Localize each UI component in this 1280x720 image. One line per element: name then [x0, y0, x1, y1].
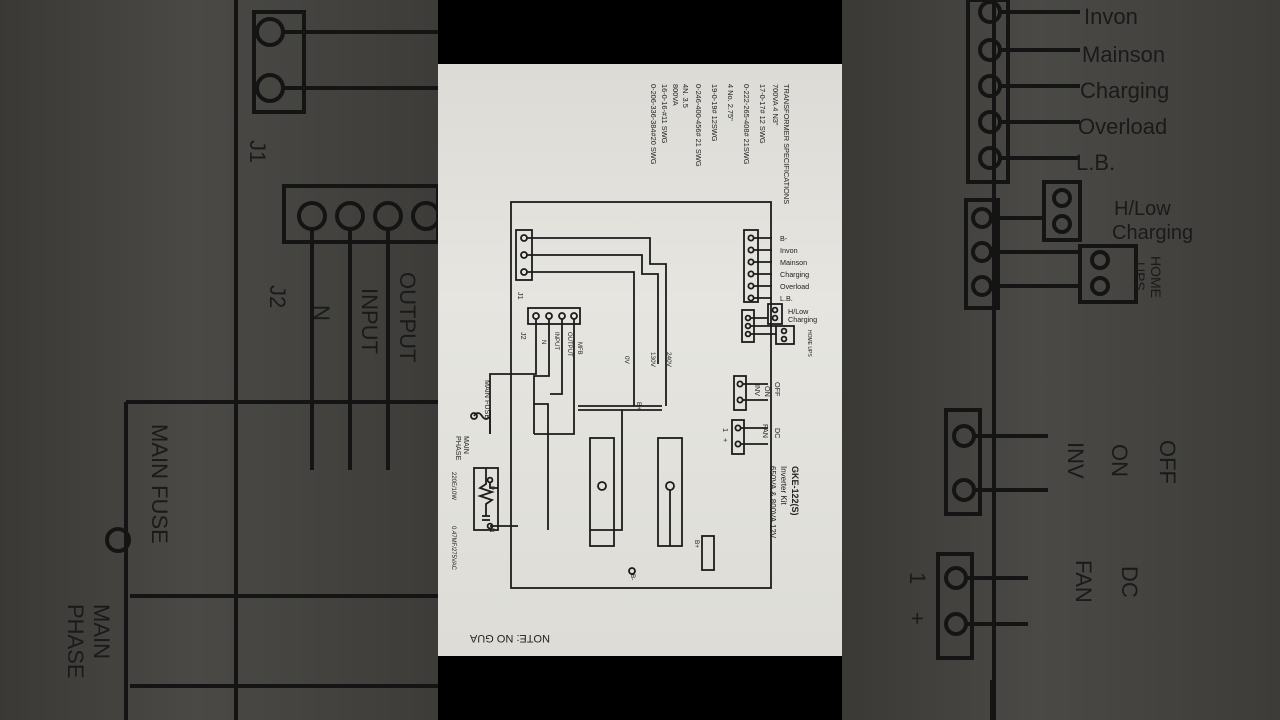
label-lb: L.B.: [780, 294, 793, 303]
bg-n-label: N: [309, 305, 334, 321]
label-capacitor: 0.47MF/275VAC: [450, 526, 456, 570]
transformer-spec-block: TRANSFORMER SPECIFICATIONS 700VA 4 N3" 1…: [648, 84, 792, 204]
label-bplus-pad: B+: [693, 540, 700, 548]
spec-line: 0-222-265-408# 21SWG: [741, 84, 751, 165]
label-fan-plus: +: [721, 438, 730, 443]
label-charging: Charging: [780, 270, 810, 279]
bg-hlow-label: H/Low: [1114, 198, 1171, 220]
board-model: GKE-122(S): [790, 466, 800, 516]
bg-fan-label: FAN: [1071, 560, 1096, 603]
label-dc: DC: [773, 428, 782, 439]
bg-invon-label: Invon: [1084, 4, 1138, 29]
label-130v: 130V: [649, 352, 656, 367]
label-main-fuse: MAIN FUSE: [483, 380, 492, 420]
label-main-phase: MAIN PHASE: [454, 436, 471, 461]
label-j2: J2: [519, 332, 528, 340]
spec-line: 17-0-17# 12 SWG: [757, 84, 767, 144]
label-j2-mfb: MFB: [576, 342, 582, 355]
spec-line: 19-0-19# 12SWG: [709, 84, 719, 142]
label-switch-on: ON: [763, 386, 772, 397]
spec-line: 16-0-16-#11 SWG: [659, 84, 669, 144]
bg-plus-label: +: [905, 612, 930, 625]
spec-line: 700VA 4 N3": [770, 84, 780, 126]
label-hlow-charging: H/Low Charging: [788, 307, 818, 324]
background-left-wiring: [105, 0, 438, 720]
note-text: NOTE: NO GUA: [469, 632, 550, 644]
bg-one-label: 1: [905, 572, 930, 585]
label-j2-output: OUTPUT: [566, 332, 572, 357]
board-kit: Inverter Kit: [779, 466, 788, 505]
label-home-ups: HOME UPS: [806, 330, 812, 357]
label-fan-one: 1: [721, 428, 730, 432]
bg-mainson-label: Mainson: [1082, 42, 1166, 67]
bg-input-label: INPUT: [357, 288, 382, 354]
bg-ups-label: UPS: [1132, 262, 1148, 291]
bg-j1-label: J1: [245, 140, 270, 164]
label-p: P: [488, 486, 494, 491]
spec-line: 800VA: [670, 84, 680, 106]
spec-line: 4 No. 2.75": [725, 84, 735, 121]
bg-main-fuse-label: MAIN FUSE: [147, 424, 172, 544]
board-rating: 650VA & 800VA 12V: [768, 466, 777, 539]
label-invon: Invon: [780, 246, 798, 255]
bg-lb-label: L.B.: [1076, 150, 1116, 175]
label-j2-n: N: [540, 340, 546, 345]
label-j2-input: INPUT: [553, 332, 559, 350]
bg-inv-label: INV: [1063, 442, 1088, 479]
label-240v: 240V: [665, 352, 672, 367]
bg-overload-label: Overload: [1078, 114, 1168, 139]
background-right-wiring: [936, 0, 1138, 720]
label-overload: Overload: [780, 282, 810, 291]
label-resistor: 220E/10W: [450, 472, 456, 501]
spec-title: TRANSFORMER SPECIFICATIONS: [782, 84, 791, 205]
background-right-zoom: Invon Mainson Charging Overload L.B. H/L…: [842, 0, 1280, 720]
bg-hlow-charging-label: Charging: [1112, 222, 1194, 244]
label-j1: J1: [516, 292, 525, 300]
label-switch-off: OFF: [773, 382, 782, 397]
spec-line: 4N. 3.5: [680, 84, 690, 108]
bg-dc-label: DC: [1117, 566, 1142, 598]
label-n: N: [488, 528, 494, 533]
bg-main-phase-label: MAIN PHASE: [63, 604, 114, 679]
background-left-zoom: J1 J2 N INPUT OUTPUT MAIN FUSE MAIN PHAS…: [0, 0, 438, 720]
spec-line: 0-206-336-384#20 SWG: [648, 84, 658, 165]
label-fan: FAN: [761, 424, 770, 438]
circuit-wiring: [470, 201, 795, 589]
bg-home-label: HOME: [1148, 256, 1164, 298]
label-0v: 0V: [623, 356, 630, 364]
bg-charging-label: Charging: [1080, 78, 1170, 103]
board-title-block: GKE-122(S) Inverter Kit 650VA & 800VA 12…: [767, 466, 800, 538]
bg-j2-label: J2: [265, 285, 290, 309]
spec-line: 0-246-400-456# 21 SWG: [693, 84, 703, 167]
circuit-diagram-photo: [438, 64, 842, 656]
label-switch-inv: INV: [753, 384, 762, 396]
label-b-minus: B-: [780, 234, 788, 243]
bg-on-label: ON: [1107, 444, 1132, 477]
label-bminus-pad: B-: [629, 574, 636, 581]
label-mainson: Mainson: [780, 258, 808, 267]
bg-output-label: OUTPUT: [395, 272, 420, 363]
bg-off-label: OFF: [1155, 440, 1180, 484]
label-transformer-bplus: B+: [635, 402, 642, 410]
